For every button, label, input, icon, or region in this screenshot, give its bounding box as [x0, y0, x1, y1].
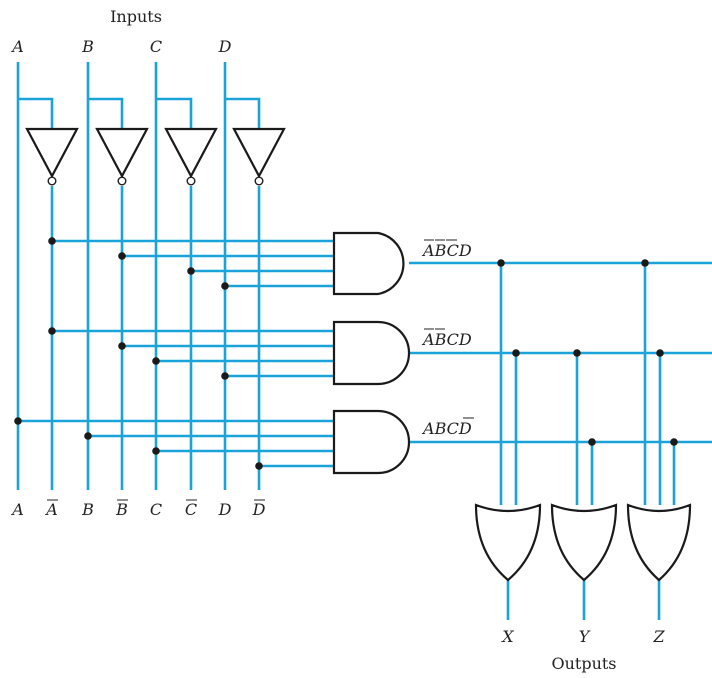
inverter-a [25, 127, 79, 186]
output-label-z: Z [652, 627, 665, 646]
junction-dot [497, 259, 505, 267]
junction-dot [656, 349, 664, 357]
and-gate-1 [332, 231, 405, 296]
junction-dot [84, 432, 92, 440]
junction-dot [14, 417, 22, 425]
bottom-label-a-bar: A [44, 500, 58, 519]
inverters [25, 127, 286, 186]
and-gate-3 [332, 409, 411, 475]
term-label-1: ABCD [421, 239, 472, 260]
output-label-x: X [500, 627, 514, 646]
bottom-label-d: D [218, 500, 232, 519]
junction-dot [221, 372, 229, 380]
or-gate-z [626, 503, 692, 582]
junction-dot [588, 438, 596, 446]
inputs-heading: Inputs [110, 7, 162, 26]
wire-c-tap [156, 97, 193, 128]
input-label-d: D [218, 37, 232, 56]
bottom-label-b-bar: B [115, 500, 128, 519]
and-gate-2 [332, 320, 411, 386]
junction-dot [573, 349, 581, 357]
bottom-label-c-bar: C [185, 500, 197, 519]
inverter-b-bubble [117, 176, 127, 186]
junction-dot [512, 349, 520, 357]
term-label-3: ABCD [421, 417, 474, 438]
svg-text:ABCD: ABCD [421, 419, 472, 438]
term-label-2: ABCD [421, 328, 472, 349]
or-gate-y [550, 503, 618, 582]
svg-text:ABCD: ABCD [421, 330, 472, 349]
junction-dot [152, 447, 160, 455]
wires [16, 62, 712, 620]
junction-dot [641, 259, 649, 267]
input-label-a: A [10, 37, 24, 56]
junction-dot [48, 327, 56, 335]
inverter-d [232, 127, 286, 186]
bottom-label-c: C [150, 500, 162, 519]
or-gate-x [474, 503, 542, 582]
svg-text:ABCD: ABCD [421, 241, 472, 260]
output-label-y: Y [579, 627, 591, 646]
labels: Inputs A B C D A A B B C C D D ABCD ABCD [10, 7, 665, 673]
wire-b-tap [88, 97, 124, 128]
junction-dot [152, 357, 160, 365]
input-label-b: B [81, 37, 94, 56]
input-label-c: C [150, 37, 162, 56]
inverter-c [164, 127, 218, 186]
inverter-d-bubble [254, 176, 264, 186]
junction-dot [118, 252, 126, 260]
junction-dot [187, 267, 195, 275]
bottom-label-b: B [81, 500, 94, 519]
junction-dot [670, 438, 678, 446]
inverter-a-bubble [47, 176, 57, 186]
junction-dot [221, 282, 229, 290]
junction-dots [14, 237, 678, 470]
outputs-heading: Outputs [551, 654, 616, 673]
junction-dot [255, 462, 263, 470]
inverter-c-bubble [186, 176, 196, 186]
and-gates [332, 231, 411, 475]
wire-a-tap [18, 97, 54, 128]
inverter-b [95, 127, 149, 186]
junction-dot [48, 237, 56, 245]
wire-d-tap [225, 97, 261, 128]
bottom-label-a: A [10, 500, 24, 519]
bottom-label-d-bar: D [252, 500, 266, 519]
junction-dot [118, 342, 126, 350]
or-gates [474, 503, 692, 582]
